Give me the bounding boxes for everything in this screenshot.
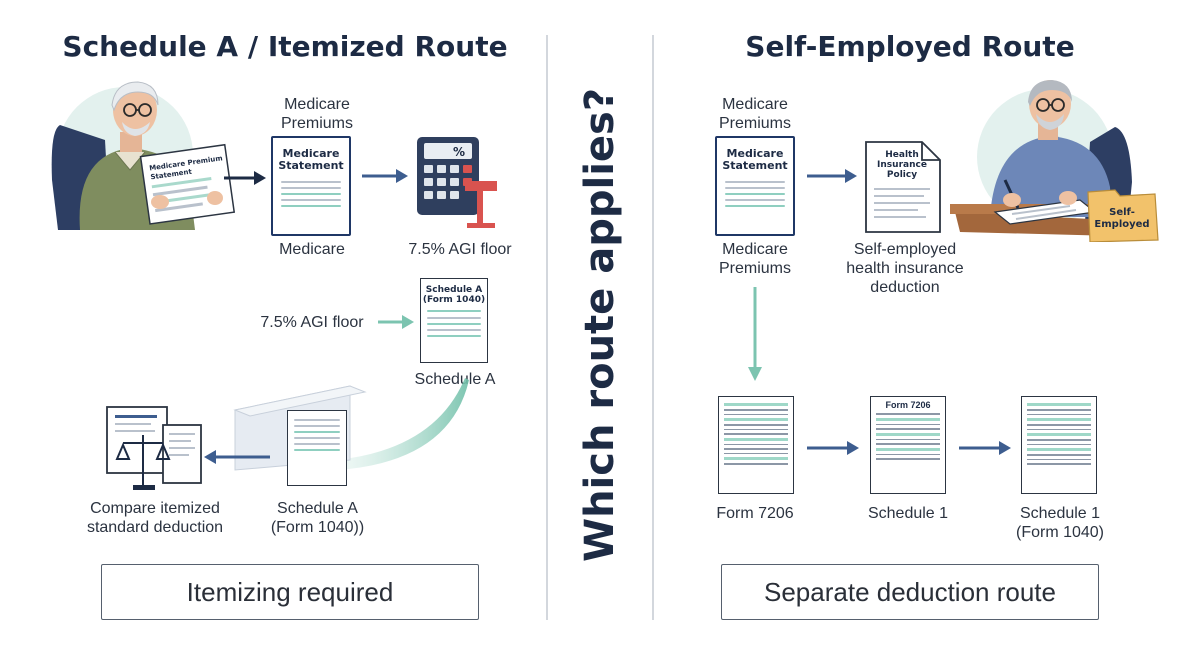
left-agi-floor-label: 7.5% AGI floor bbox=[408, 241, 512, 258]
form7206-titled-doc: Form 7206 bbox=[870, 396, 946, 494]
left-compare-label: Compare itemized standard deduction bbox=[86, 500, 224, 536]
right-medicare-premiums-top: Medicare Premiums bbox=[718, 96, 791, 132]
svg-text:%: % bbox=[453, 145, 465, 159]
left-schedule-a-form-label: Schedule A (Form 1040)) bbox=[270, 500, 365, 536]
self-employed-folder-label: Self- Employed bbox=[1094, 207, 1150, 230]
left-schedule-a-doc-title: Schedule A (Form 1040) bbox=[422, 285, 486, 305]
left-schedule-a-doc: Schedule A (Form 1040) bbox=[420, 278, 488, 363]
man-writing-illustration bbox=[950, 80, 1159, 242]
arrow-form7206-to-schedule1 bbox=[807, 441, 859, 455]
calculator-icon: % bbox=[417, 137, 497, 228]
right-summary-box: Separate deduction route bbox=[721, 564, 1099, 620]
arrow-man-to-statement bbox=[224, 171, 266, 185]
left-medicare-label: Medicare bbox=[279, 241, 345, 258]
arrow-schedule1-to-form1040 bbox=[959, 441, 1011, 455]
left-summary-box: Itemizing required bbox=[101, 564, 479, 620]
divider-right bbox=[652, 35, 654, 620]
right-se-deduction-label: Self-employed health insurance deduction bbox=[846, 241, 964, 296]
left-statement-doc-title: Medicare Statement bbox=[278, 147, 344, 172]
right-title: Self-Employed Route bbox=[745, 30, 1075, 63]
arrow-agi-to-schedule-a bbox=[378, 315, 414, 329]
left-medicare-premiums-label: Medicare Premiums bbox=[280, 96, 353, 132]
arrow-premiums-down-to-form7206 bbox=[748, 287, 762, 381]
arrow-schedule-a-to-compare bbox=[204, 450, 270, 464]
policy-doc-title: Health Insurance Policy bbox=[877, 150, 927, 180]
form7206-small-doc bbox=[718, 396, 794, 494]
left-agi-floor-label-2: 7.5% AGI floor bbox=[260, 314, 364, 331]
form7206-doc-title: Form 7206 bbox=[885, 400, 931, 410]
compare-documents-scale-icon bbox=[106, 406, 202, 490]
left-medicare-statement-doc: Medicare Statement bbox=[271, 136, 351, 236]
schedule1-form1040-doc bbox=[1021, 396, 1097, 494]
right-schedule1-label: Schedule 1 bbox=[867, 505, 949, 522]
left-title: Schedule A / Itemized Route bbox=[62, 30, 508, 63]
left-schedule-a-label: Schedule A bbox=[414, 371, 496, 388]
left-schedule-a-form-doc bbox=[287, 410, 347, 486]
arrow-statement-to-calculator bbox=[362, 169, 408, 183]
arrow-statement-to-policy bbox=[807, 169, 857, 183]
right-statement-doc-title: Medicare Statement bbox=[722, 147, 788, 172]
man-reading-illustration: Medicare Premium Statement bbox=[51, 81, 235, 230]
right-medicare-premiums-bottom: Medicare Premiums bbox=[718, 241, 791, 277]
center-question: Which route applies? bbox=[577, 87, 624, 563]
right-form7206-label: Form 7206 bbox=[716, 505, 794, 522]
health-insurance-policy-doc bbox=[865, 141, 941, 233]
divider-left bbox=[546, 35, 548, 620]
right-medicare-statement-doc: Medicare Statement bbox=[715, 136, 795, 236]
right-schedule1-form-label: Schedule 1 (Form 1040) bbox=[1015, 505, 1105, 541]
